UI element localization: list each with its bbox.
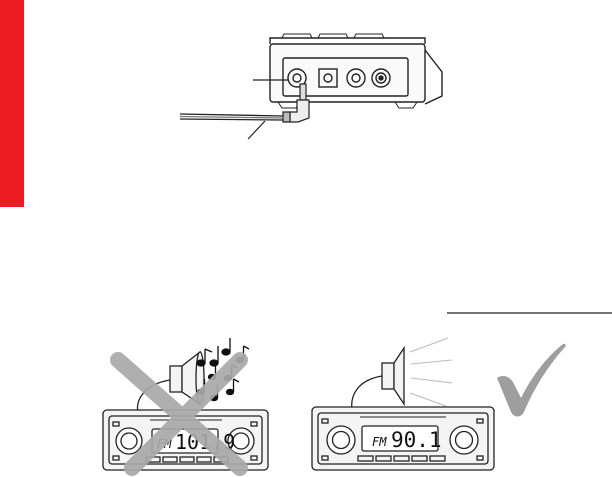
left-radio-scene: FM 101.9 — [103, 338, 268, 470]
audio-cable — [180, 114, 283, 120]
device-rear-panel — [270, 34, 442, 108]
cable-leader-line — [248, 121, 265, 139]
right-radio-scene: FM 90.1 — [312, 338, 566, 470]
speaker-icon — [382, 348, 404, 404]
right-radio-frequency: 90.1 — [391, 428, 442, 452]
check-mark-icon — [497, 344, 566, 417]
speaker-wire — [352, 376, 382, 410]
sound-waves-icon — [410, 338, 452, 406]
right-radio-band: FM — [372, 435, 387, 449]
